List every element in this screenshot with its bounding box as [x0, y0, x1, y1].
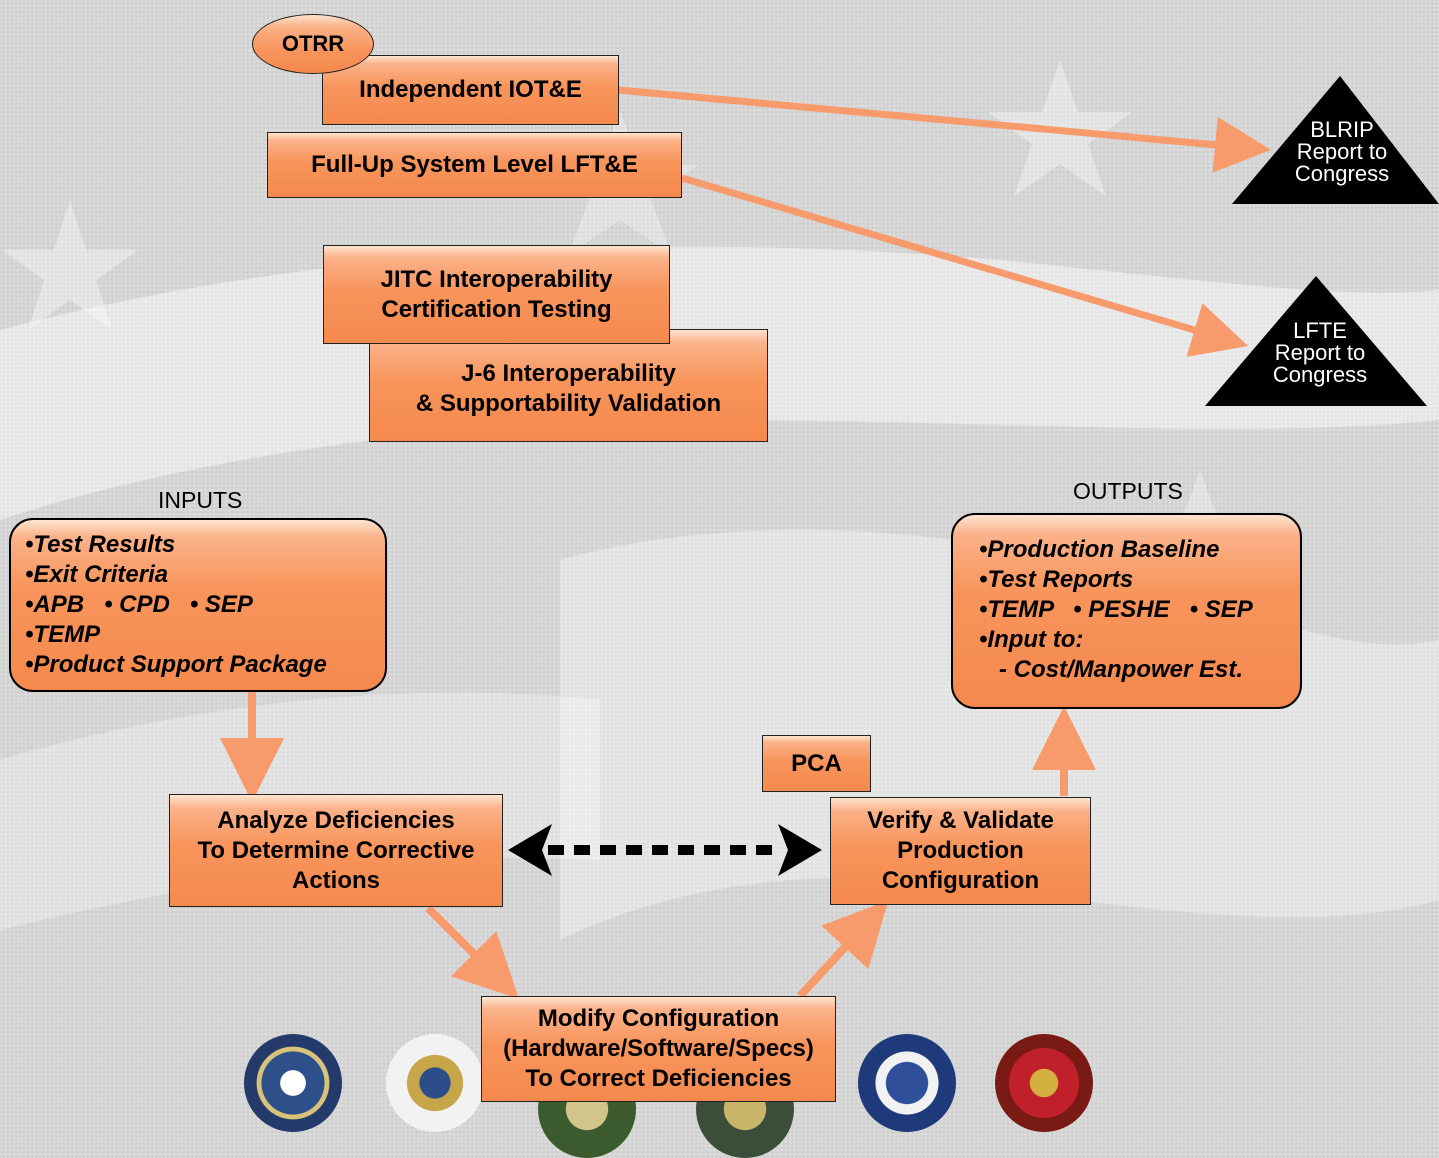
department-of-defense-seal	[244, 1034, 342, 1132]
verify-validate-box: Verify & Validate Production Configurati…	[830, 797, 1091, 905]
jitc-testing-label: JITC Interoperability Certification Test…	[380, 265, 613, 323]
inputs-item: •APB • CPD • SEP	[25, 591, 253, 618]
bg-star-1	[2, 200, 138, 330]
modify-configuration-box: Modify Configuration (Hardware/Software/…	[481, 996, 836, 1102]
analyze-deficiencies-label: Analyze Deficiencies To Determine Correc…	[197, 806, 475, 894]
lfte-report-label: LFTE Report to Congress	[1272, 318, 1368, 387]
full-up-lfte-label: Full-Up System Level LFT&E	[311, 151, 638, 178]
jitc-testing-box: JITC Interoperability Certification Test…	[323, 245, 670, 344]
outputs-item: - Cost/Manpower Est.	[979, 656, 1244, 683]
full-up-lfte-box: Full-Up System Level LFT&E	[267, 132, 682, 198]
inputs-item: •Test Results	[25, 531, 176, 558]
j6-validation-label: J-6 Interoperability & Supportability Va…	[415, 359, 722, 417]
bg-star-2	[988, 60, 1132, 196]
pca-label: PCA	[791, 749, 842, 777]
otrr-ellipse: OTRR	[252, 14, 374, 74]
inputs-heading: INPUTS	[158, 487, 243, 513]
air-force-seal	[858, 1034, 956, 1132]
joint-chiefs-seal	[386, 1034, 484, 1132]
inputs-item: •Product Support Package	[25, 651, 327, 678]
outputs-item: •TEMP • PESHE • SEP	[979, 596, 1253, 623]
outputs-box: •Production Baseline •Test Reports •TEMP…	[951, 513, 1302, 709]
independent-iote-box: Independent IOT&E	[322, 55, 619, 125]
verify-validate-label: Verify & Validate Production Configurati…	[867, 807, 1054, 894]
pca-box: PCA	[762, 735, 871, 792]
outputs-item: •Production Baseline	[979, 536, 1220, 563]
independent-iote-label: Independent IOT&E	[359, 76, 582, 103]
inputs-list: •Test Results •Exit Criteria •APB • CPD …	[25, 530, 385, 680]
inputs-item: •Exit Criteria	[25, 561, 169, 588]
inputs-item: •TEMP	[25, 621, 101, 648]
outputs-heading: OUTPUTS	[1073, 478, 1183, 504]
analyze-deficiencies-box: Analyze Deficiencies To Determine Correc…	[169, 794, 503, 907]
otrr-label: OTRR	[281, 31, 345, 56]
j6-validation-box: J-6 Interoperability & Supportability Va…	[369, 329, 768, 442]
inputs-box: •Test Results •Exit Criteria •APB • CPD …	[9, 518, 387, 692]
modify-configuration-label: Modify Configuration (Hardware/Software/…	[503, 1005, 814, 1092]
outputs-item: •Test Reports	[979, 566, 1134, 593]
outputs-item: •Input to:	[979, 626, 1084, 653]
outputs-list: •Production Baseline •Test Reports •TEMP…	[979, 535, 1300, 685]
blrip-report-label: BLRIP Report to Congress	[1294, 117, 1390, 186]
marine-corps-seal	[995, 1034, 1093, 1132]
